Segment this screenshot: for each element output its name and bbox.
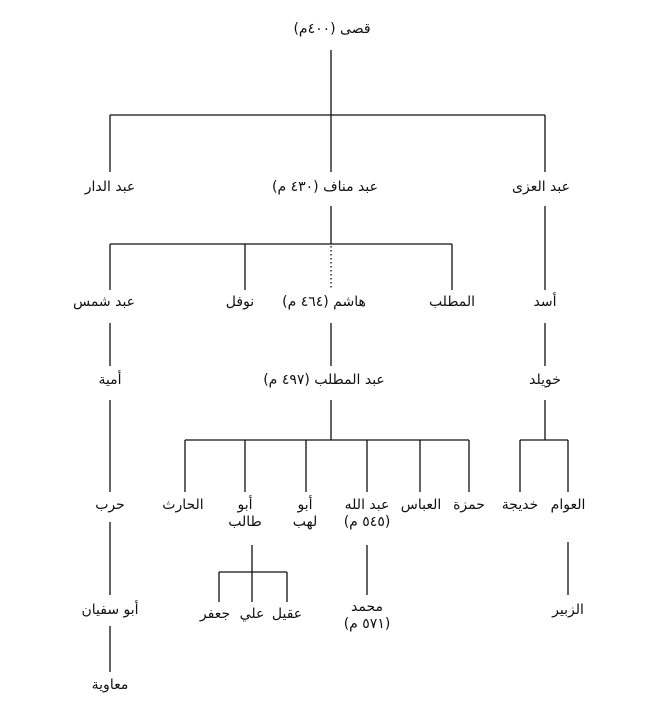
node-al-zubayr: الزبير — [552, 602, 584, 618]
node-nawfal: نوفل — [225, 294, 255, 310]
node-khuwaylid: خويلد — [529, 372, 561, 388]
node-abu-talib: أبو طالب — [228, 497, 261, 531]
node-abd-allah-line-2: (٥٤٥ م) — [343, 514, 391, 530]
node-abd-allah-line-1: عبد الله — [344, 497, 390, 513]
node-abu-lahab-line-2: لهب — [292, 514, 318, 530]
node-hamza: حمزة — [453, 497, 485, 513]
node-abd-allah: عبد الله (٥٤٥ م) — [344, 497, 391, 531]
node-ali: علي — [239, 606, 265, 622]
node-abd-shams: عبد شمس — [72, 294, 136, 310]
node-abd-manaf: عبد مناف (٤٣٠ م) — [272, 179, 378, 195]
node-abu-lahab: أبو لهب — [293, 497, 317, 531]
node-muhammad-line-2: (٥٧١ م) — [343, 616, 391, 632]
node-muhammad: محمد (٥٧١ م) — [344, 599, 391, 633]
node-abd-al-dar: عبد الدار — [84, 179, 136, 195]
node-abu-talib-line-1: أبو — [237, 497, 253, 513]
node-al-awwam: العوام — [550, 497, 586, 513]
node-abd-al-uzza: عبد العزى — [512, 179, 570, 195]
node-jafar: جعفر — [199, 606, 231, 622]
node-abu-sufyan: أبو سفيان — [81, 602, 139, 618]
node-umayya: أمية — [98, 372, 122, 388]
node-khadija: خديجة — [501, 497, 539, 513]
node-abu-talib-line-2: طالب — [228, 514, 262, 530]
node-al-harith: الحارث — [162, 497, 204, 513]
node-muhammad-line-1: محمد — [351, 599, 383, 615]
node-qusay: قصى (٤٠٠م) — [293, 21, 371, 37]
node-al-abbas: العباس — [400, 497, 442, 513]
node-harb: حرب — [95, 497, 125, 513]
node-hashim: هاشم (٤٦٤ م) — [282, 294, 366, 310]
node-aqil: عقيل — [271, 606, 303, 622]
node-muawiya: معاوية — [91, 677, 129, 693]
node-asad: أسد — [533, 294, 557, 310]
node-al-muttalib: المطلب — [428, 294, 476, 310]
node-abd-al-muttalib: عبد المطلب (٤٩٧ م) — [263, 372, 385, 388]
node-abu-lahab-line-1: أبو — [297, 497, 313, 513]
